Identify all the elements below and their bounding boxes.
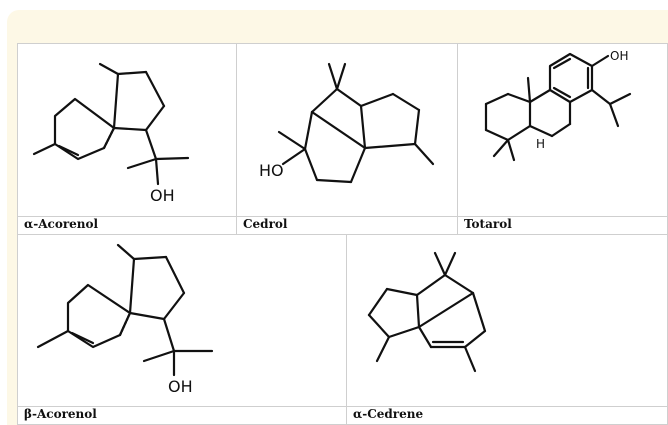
beta-acorenol-structure: OH <box>36 243 214 396</box>
compound-cell-alpha-cedrene: α-Cedrene <box>347 235 668 425</box>
compound-name-cedrol: Cedrol <box>243 217 288 231</box>
compound-name-beta-acorenol: β-Acorenol <box>24 407 97 421</box>
cedrol-ho-label: HO <box>259 161 284 180</box>
compound-cell-cedrol: HO Cedrol <box>237 43 458 235</box>
totarol-oh-label: OH <box>610 49 628 63</box>
compound-name-alpha-cedrene: α-Cedrene <box>353 407 424 421</box>
compound-name-alpha-acorenol: α-Acorenol <box>24 217 99 231</box>
alpha-cedrene-structure <box>367 251 487 373</box>
compound-caption: Totarol <box>458 216 667 234</box>
compound-cell-totarol: OH H <box>458 43 668 235</box>
compound-caption: α-Cedrene <box>347 406 667 424</box>
compound-caption: α-Acorenol <box>18 216 236 234</box>
compound-table: OH α-Acorenol <box>17 43 668 425</box>
alpha-acorenol-structure: OH <box>32 62 190 205</box>
alpha-acorenol-oh-label: OH <box>150 186 175 205</box>
cedrol-structure: HO <box>259 62 435 184</box>
compound-caption: β-Acorenol <box>18 406 346 424</box>
totarol-h-label: H <box>536 137 545 151</box>
compound-name-totarol: Totarol <box>464 217 512 231</box>
totarol-structure: OH H <box>484 49 632 162</box>
beta-acorenol-oh-label: OH <box>168 377 193 396</box>
compound-cell-beta-acorenol: OH β-Acorenol <box>17 235 347 425</box>
compound-caption: Cedrol <box>237 216 457 234</box>
compound-cell-alpha-acorenol: OH α-Acorenol <box>17 43 237 235</box>
